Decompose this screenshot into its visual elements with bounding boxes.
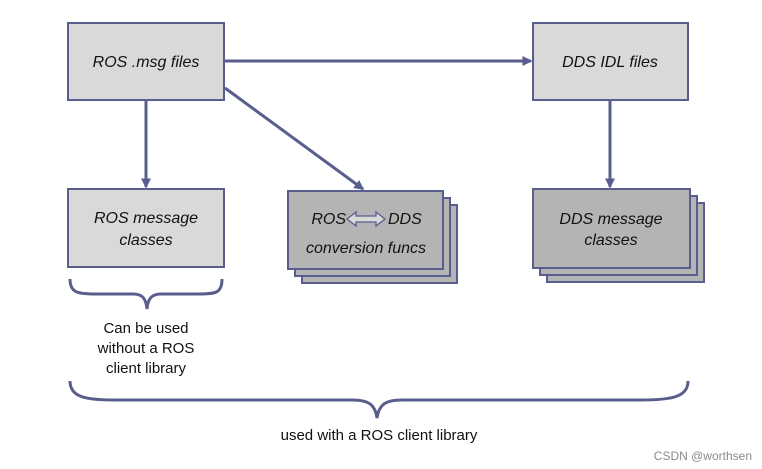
conversion-funcs-stack: ROS DDS conversion funcs xyxy=(287,190,458,284)
without-client-line2: without a ROS xyxy=(97,340,195,357)
without-client-note: Can be used without a ROS client library xyxy=(97,320,195,377)
ros-message-classes-line1: ROS message xyxy=(94,210,198,227)
double-arrow-icon xyxy=(345,210,387,228)
dds-idl-files-box: DDS IDL files xyxy=(532,22,689,101)
arrow-ros-msg-to-conversion xyxy=(224,86,365,191)
conversion-funcs-label: conversion funcs xyxy=(306,240,426,257)
ros-message-classes-box: ROS message classes xyxy=(67,188,225,268)
large-brace xyxy=(68,380,690,419)
ros-msg-files-box: ROS .msg files xyxy=(67,22,225,101)
with-client-note: used with a ROS client library xyxy=(281,427,478,444)
conversion-dds-label: DDS xyxy=(388,211,422,228)
small-brace xyxy=(68,278,224,310)
dds-idl-files-label: DDS IDL files xyxy=(562,54,658,71)
arrows xyxy=(141,56,615,191)
dds-message-classes-line2: classes xyxy=(584,232,637,249)
dds-message-classes-stack: DDS message classes xyxy=(532,188,705,283)
ros-message-classes-line2: classes xyxy=(119,232,172,249)
conversion-ros-label: ROS xyxy=(311,211,346,228)
ros-msg-files-label: ROS .msg files xyxy=(93,54,200,71)
dds-message-classes-line1: DDS message xyxy=(559,211,662,228)
watermark: CSDN @worthsen xyxy=(654,449,752,463)
without-client-line3: client library xyxy=(106,360,187,377)
without-client-line1: Can be used xyxy=(103,320,188,337)
